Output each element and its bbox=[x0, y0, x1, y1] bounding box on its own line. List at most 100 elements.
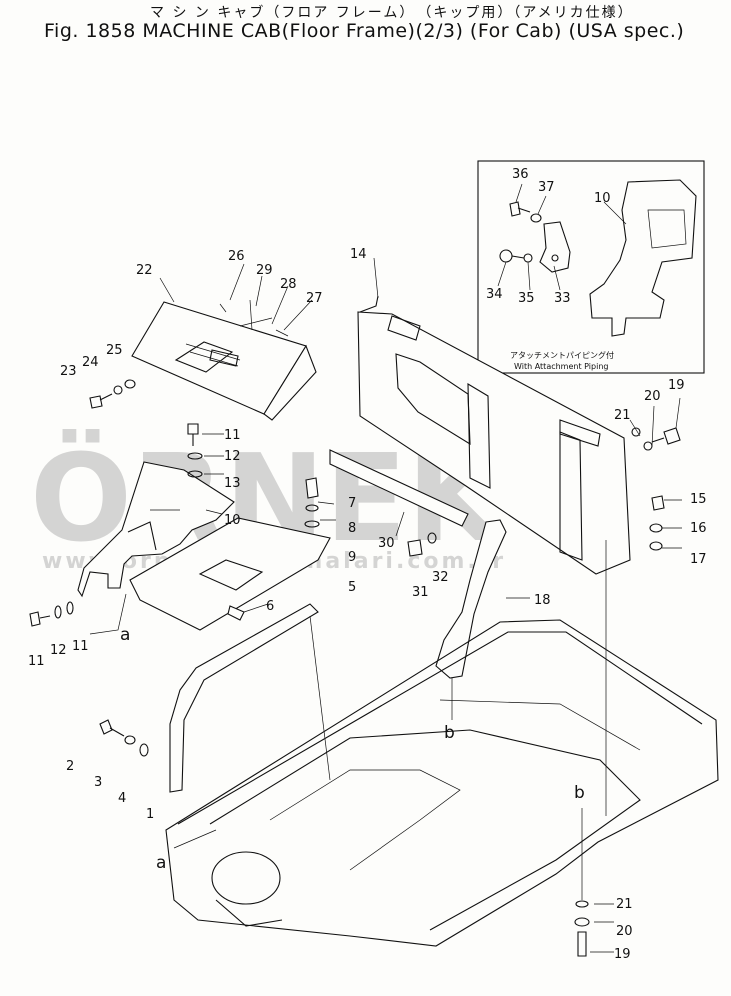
callout-27: 27 bbox=[306, 291, 323, 306]
callout-16: 16 bbox=[690, 521, 707, 536]
connection-letter-a-lower: a bbox=[156, 853, 166, 873]
inset-bracket-10 bbox=[589, 179, 697, 337]
part-30-rail bbox=[329, 449, 469, 527]
washer-4-icon bbox=[139, 743, 149, 757]
callout-2: 2 bbox=[66, 759, 74, 774]
inset-washer-37-icon bbox=[530, 213, 542, 223]
callout-17: 17 bbox=[690, 552, 707, 567]
inset-frame bbox=[477, 160, 705, 374]
washer-24-icon bbox=[113, 385, 123, 395]
leader-lines bbox=[89, 257, 682, 953]
callout-34: 34 bbox=[486, 287, 503, 302]
washer-11-left-icon bbox=[66, 601, 74, 615]
callout-31: 31 bbox=[412, 585, 429, 600]
inset-washer-35-icon bbox=[523, 253, 533, 263]
part-1-support bbox=[169, 603, 319, 793]
callout-21-lower: 21 bbox=[616, 897, 633, 912]
inset-note-japanese: アタッチメントパイピング付 bbox=[510, 350, 614, 360]
washer-9-icon bbox=[304, 520, 320, 528]
callout-29: 29 bbox=[256, 263, 273, 278]
washer-21-bottom-icon bbox=[575, 900, 589, 908]
callout-28: 28 bbox=[280, 277, 297, 292]
callout-19-lower: 19 bbox=[614, 947, 631, 962]
swing-bearing bbox=[211, 851, 281, 905]
washer-20-bottom-icon bbox=[574, 917, 590, 927]
callout-35: 35 bbox=[518, 291, 535, 306]
inset-bracket-window bbox=[647, 209, 687, 249]
part-10-bracket bbox=[77, 461, 235, 598]
part-22-cover bbox=[131, 299, 317, 421]
callout-12-upper: 12 bbox=[224, 449, 241, 464]
callout-3: 3 bbox=[94, 775, 102, 790]
washer-20-icon bbox=[643, 441, 653, 451]
washer-25-icon bbox=[124, 379, 136, 389]
callout-30: 30 bbox=[378, 536, 395, 551]
bolt-23-icon bbox=[89, 395, 103, 409]
bolt-19-icon bbox=[663, 427, 681, 445]
callout-numbers: 1 2 3 4 5 6 7 8 9 10 10 11 11 11 12 12 1… bbox=[28, 167, 707, 962]
connection-letter-a-upper: a bbox=[120, 625, 130, 645]
callout-10: 10 bbox=[224, 513, 241, 528]
callout-4: 4 bbox=[118, 791, 126, 806]
washer-12-left-icon bbox=[54, 605, 62, 619]
washer-12-icon bbox=[187, 452, 203, 460]
part-18-gusset bbox=[435, 519, 507, 679]
washer-21-icon bbox=[631, 427, 641, 437]
inset-plate-33 bbox=[539, 221, 571, 273]
callout-1: 1 bbox=[146, 807, 154, 822]
callout-7: 7 bbox=[348, 496, 356, 511]
bolt-15-icon bbox=[651, 495, 665, 511]
callout-6: 6 bbox=[266, 599, 274, 614]
callout-25: 25 bbox=[106, 343, 123, 358]
callout-5: 5 bbox=[348, 580, 356, 595]
inset-attachment-piping: アタッチメントパイピング付 With Attachment Piping bbox=[477, 160, 705, 374]
callout-15: 15 bbox=[690, 492, 707, 507]
washer-3-icon bbox=[124, 735, 136, 745]
bolt-7-icon bbox=[305, 477, 319, 499]
bolt-19-bottom-icon bbox=[577, 931, 587, 957]
callout-9: 9 bbox=[348, 550, 356, 565]
inset-note-english: With Attachment Piping bbox=[514, 362, 608, 371]
callout-14: 14 bbox=[350, 247, 367, 262]
washer-32-icon bbox=[427, 532, 437, 544]
bolt-2-icon bbox=[99, 719, 113, 735]
callout-33: 33 bbox=[554, 291, 571, 306]
callout-24: 24 bbox=[82, 355, 99, 370]
callout-26: 26 bbox=[228, 249, 245, 264]
callout-37: 37 bbox=[538, 180, 555, 195]
callout-21-upper: 21 bbox=[614, 408, 631, 423]
clip-6-icon bbox=[227, 605, 245, 621]
washer-13-icon bbox=[187, 470, 203, 478]
callout-32: 32 bbox=[432, 570, 449, 585]
figure-title: Fig. 1858 MACHINE CAB(Floor Frame)(2/3) … bbox=[44, 20, 685, 42]
washer-8-icon bbox=[305, 504, 319, 512]
callout-13: 13 bbox=[224, 476, 241, 491]
title-japanese: マ シ ン キャブ（フロア フレーム） （キップ用）（アメリカ仕様） bbox=[150, 5, 634, 21]
washer-17-icon bbox=[649, 541, 663, 551]
callout-11-upper: 11 bbox=[224, 428, 241, 443]
fasteners bbox=[29, 379, 681, 957]
bolt-11-icon bbox=[187, 423, 199, 435]
callout-8: 8 bbox=[348, 521, 356, 536]
callout-12-left: 12 bbox=[50, 643, 67, 658]
connection-letter-b-right: b bbox=[574, 783, 585, 803]
callout-22: 22 bbox=[136, 263, 153, 278]
callout-20-lower: 20 bbox=[616, 924, 633, 939]
washer-16-icon bbox=[649, 523, 663, 533]
callout-10-inset: 10 bbox=[594, 191, 611, 206]
bolt-31-icon bbox=[407, 539, 423, 557]
connection-letter-b-left: b bbox=[444, 723, 455, 743]
callout-11-mid: 11 bbox=[72, 639, 89, 654]
inset-bolt-36-icon bbox=[509, 201, 521, 217]
callout-23: 23 bbox=[60, 364, 77, 379]
inset-bolt-34-icon bbox=[499, 249, 513, 263]
part-14-rear-panel bbox=[357, 295, 631, 575]
base-frame bbox=[165, 619, 719, 947]
callout-18: 18 bbox=[534, 593, 551, 608]
callout-11-left: 11 bbox=[28, 654, 45, 669]
callout-36: 36 bbox=[512, 167, 529, 182]
callout-20-upper: 20 bbox=[644, 389, 661, 404]
callout-19-upper: 19 bbox=[668, 378, 685, 393]
